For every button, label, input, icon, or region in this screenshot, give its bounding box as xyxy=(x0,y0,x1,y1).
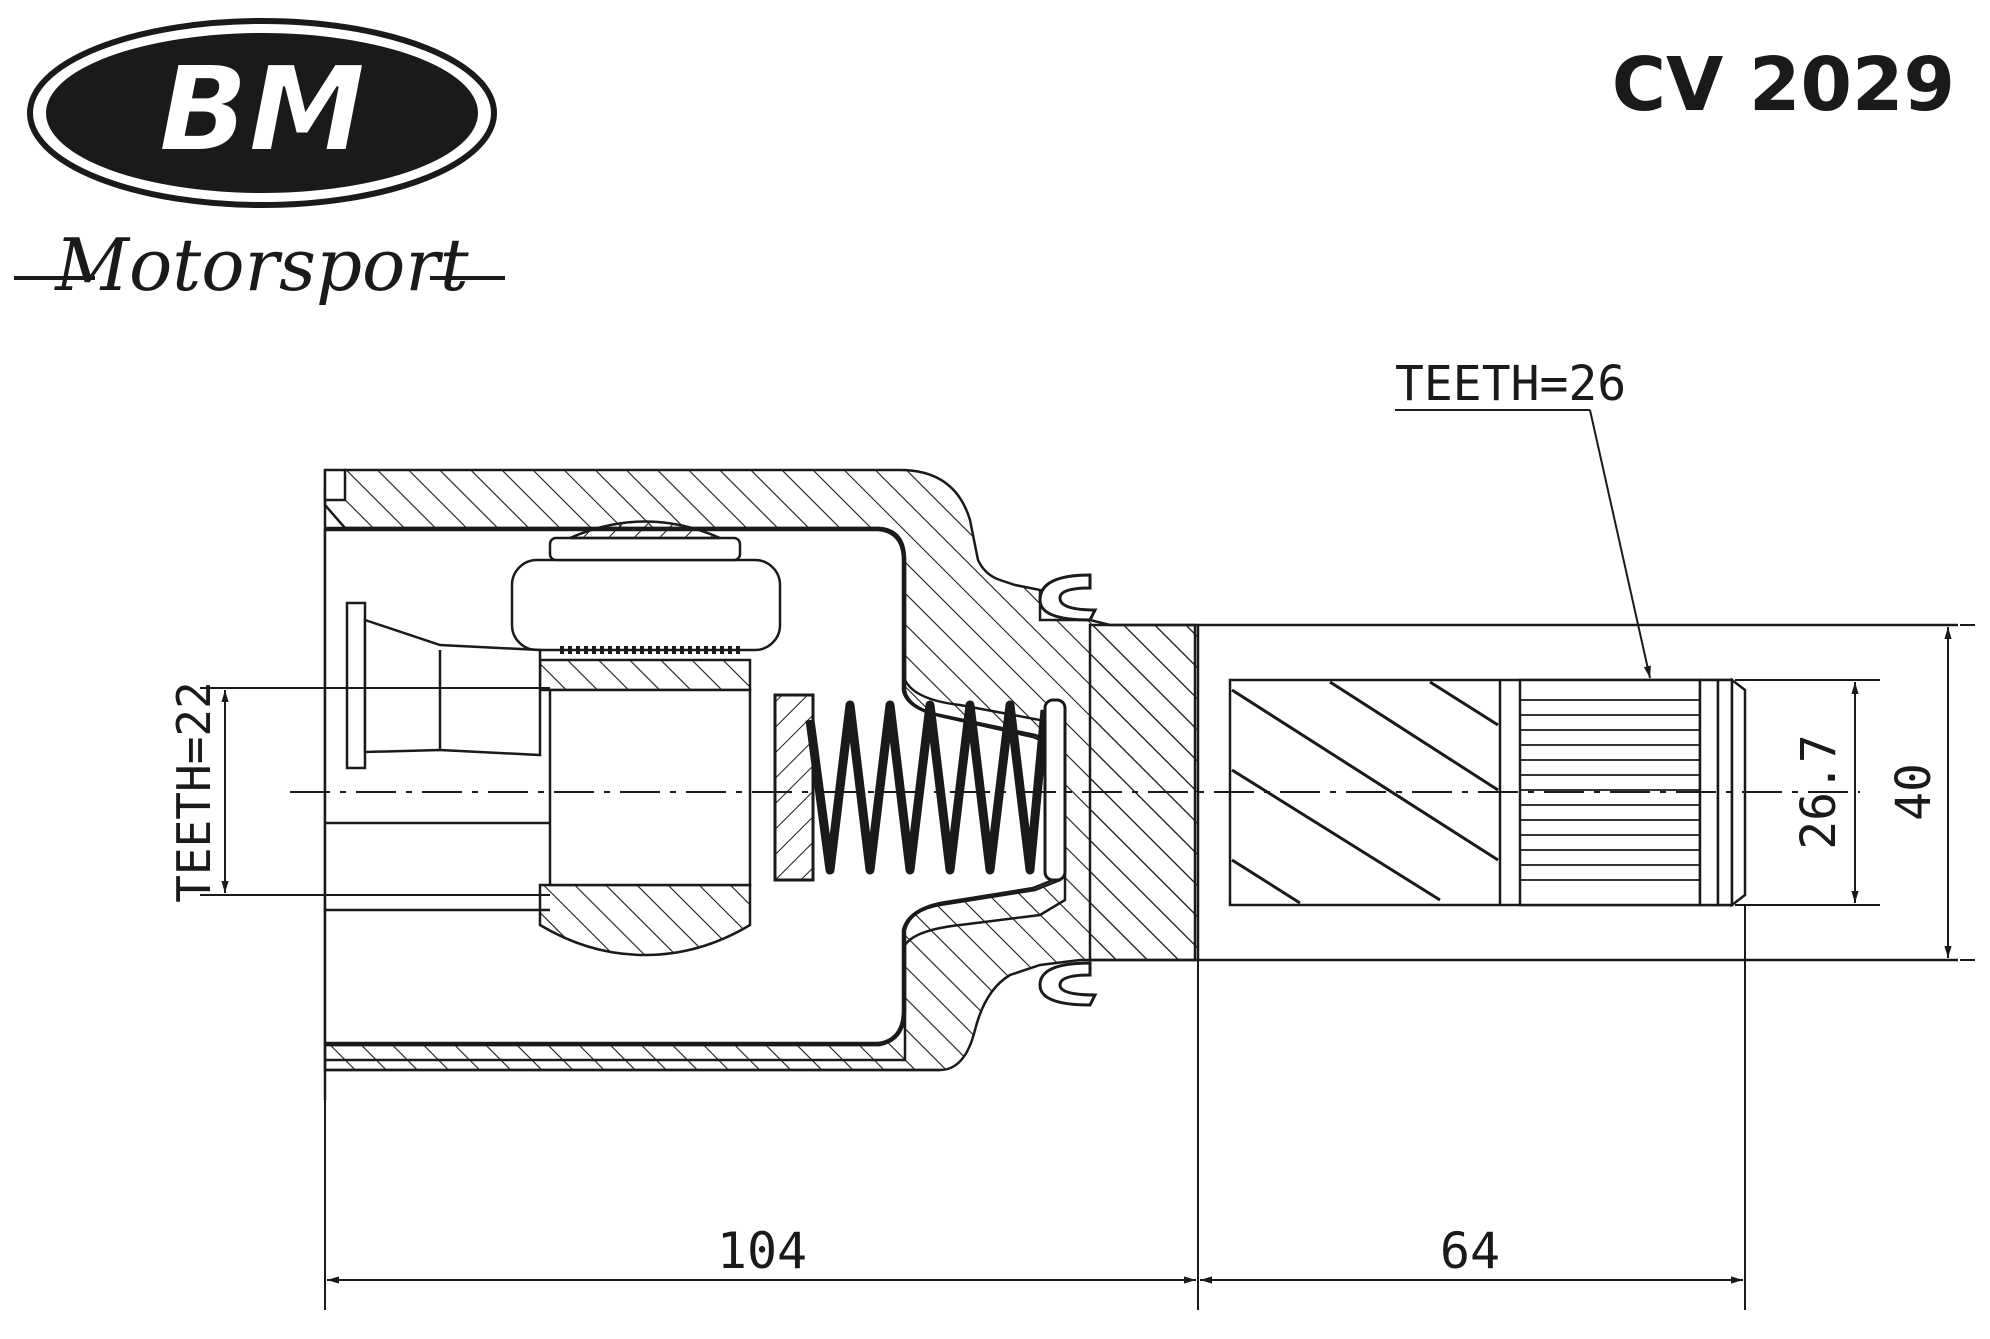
tripod-cup xyxy=(538,658,752,957)
teeth-inner-label: TEETH=22 xyxy=(167,681,221,903)
trunnion-plate xyxy=(345,601,367,770)
cup-upper-hatch xyxy=(538,658,752,692)
spline-diameter-label: 26.7 xyxy=(1791,734,1847,850)
brand-logo: BM Motorsport xyxy=(14,18,505,307)
shaft-end-chamfer xyxy=(1730,677,1747,908)
roller-dome xyxy=(569,520,721,540)
logo-tagline-text: Motorsport xyxy=(53,223,470,307)
plunge-spring xyxy=(773,693,1067,882)
housing-left-lip xyxy=(323,468,347,502)
helix-3 xyxy=(1231,858,1301,905)
shaft-diameter-label: 40 xyxy=(1886,763,1942,821)
teeth-outer-label: TEETH=26 xyxy=(1395,356,1626,412)
logo-brand-text: BM xyxy=(158,40,365,178)
spline-teeth-lines xyxy=(1520,699,1700,881)
boot-clip-bottom xyxy=(1038,961,1098,1007)
helix-1 xyxy=(1231,688,1499,862)
teeth-outer-leader xyxy=(1589,409,1651,679)
logo-inner-fill xyxy=(46,33,478,193)
housing-length-label: 104 xyxy=(717,1222,807,1280)
cup-bore xyxy=(548,688,752,887)
roller-bearing xyxy=(510,520,782,654)
roller-cap xyxy=(548,536,742,562)
roller-outer xyxy=(510,558,782,652)
boot-clip-top xyxy=(1038,573,1098,622)
helix-4 xyxy=(1329,680,1499,792)
spring-seat-right xyxy=(1043,698,1067,882)
spring-seat-left xyxy=(773,693,815,882)
cup-lower-hatch xyxy=(538,883,752,957)
helix-5 xyxy=(1429,680,1499,727)
dimension-lines xyxy=(200,409,1975,1310)
housing-top-hatched xyxy=(323,468,1197,1072)
boot-clips xyxy=(1038,573,1098,1007)
shaft-length-label: 64 xyxy=(1440,1222,1500,1280)
spring-coil xyxy=(805,700,1050,875)
part-number: CV 2029 xyxy=(1612,42,1955,128)
